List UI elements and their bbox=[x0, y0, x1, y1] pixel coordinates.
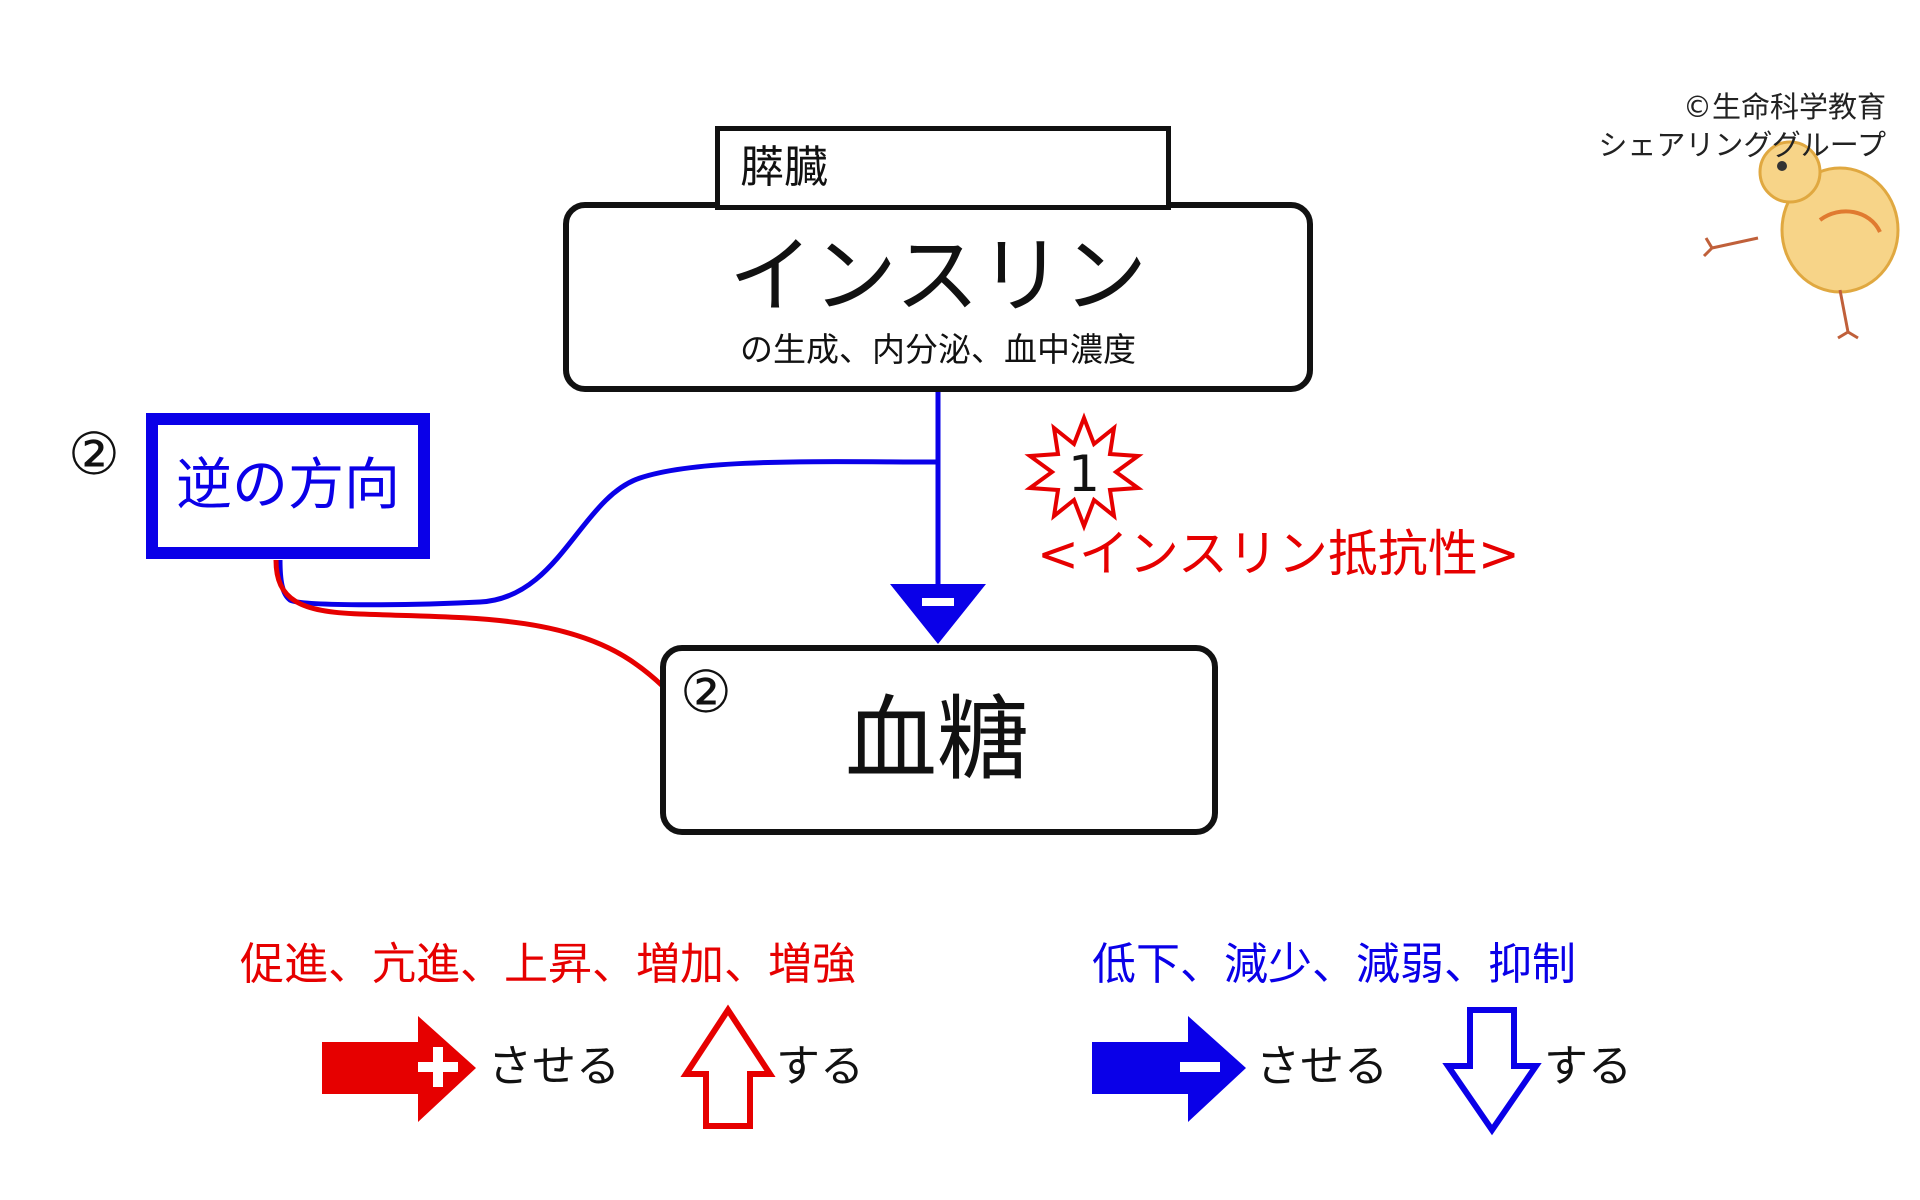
copyright-text: ©生命科学教育 シェアリンググループ bbox=[1598, 88, 1886, 164]
legend-down-arrow-icon bbox=[1442, 1007, 1542, 1136]
resistance-number: 1 bbox=[1068, 445, 1100, 503]
legend-minus-arrow-icon bbox=[1092, 1016, 1246, 1122]
insulin-box: インスリン の生成、内分泌、血中濃度 bbox=[563, 202, 1313, 392]
legend-do-red: する bbox=[776, 1041, 864, 1092]
glucose-box bbox=[660, 645, 1218, 835]
glucose-marker: ② bbox=[680, 658, 732, 726]
reverse-marker: ② bbox=[68, 420, 120, 488]
legend-blue-words: 低下、減少、減弱、抑制 bbox=[1092, 939, 1576, 990]
star-icon bbox=[1024, 412, 1144, 532]
legend-make-blue: させる bbox=[1256, 1041, 1388, 1092]
organ-label: 膵臓 bbox=[715, 126, 1171, 210]
reverse-box: 逆の方向 bbox=[146, 413, 430, 559]
legend-up-arrow-icon bbox=[680, 1004, 776, 1129]
legend-make-red: させる bbox=[488, 1041, 620, 1092]
inhibition-head-icon bbox=[890, 584, 986, 644]
insulin-title: インスリン bbox=[728, 227, 1148, 325]
legend-plus-arrow-icon bbox=[322, 1016, 476, 1122]
legend-red-words: 促進、亢進、上昇、増加、増強 bbox=[240, 939, 856, 990]
glucose-title: 血糖 bbox=[845, 686, 1030, 793]
legend-do-blue: する bbox=[1544, 1041, 1632, 1092]
reverse-label: 逆の方向 bbox=[176, 453, 400, 518]
chick-icon bbox=[1702, 140, 1900, 340]
insulin-subtitle: の生成、内分泌、血中濃度 bbox=[740, 330, 1136, 369]
copyright-line1: ©生命科学教育 bbox=[1682, 90, 1886, 124]
resistance-label: <インスリン抵抗性> bbox=[1037, 525, 1520, 583]
copyright-line2: シェアリンググループ bbox=[1598, 128, 1886, 162]
